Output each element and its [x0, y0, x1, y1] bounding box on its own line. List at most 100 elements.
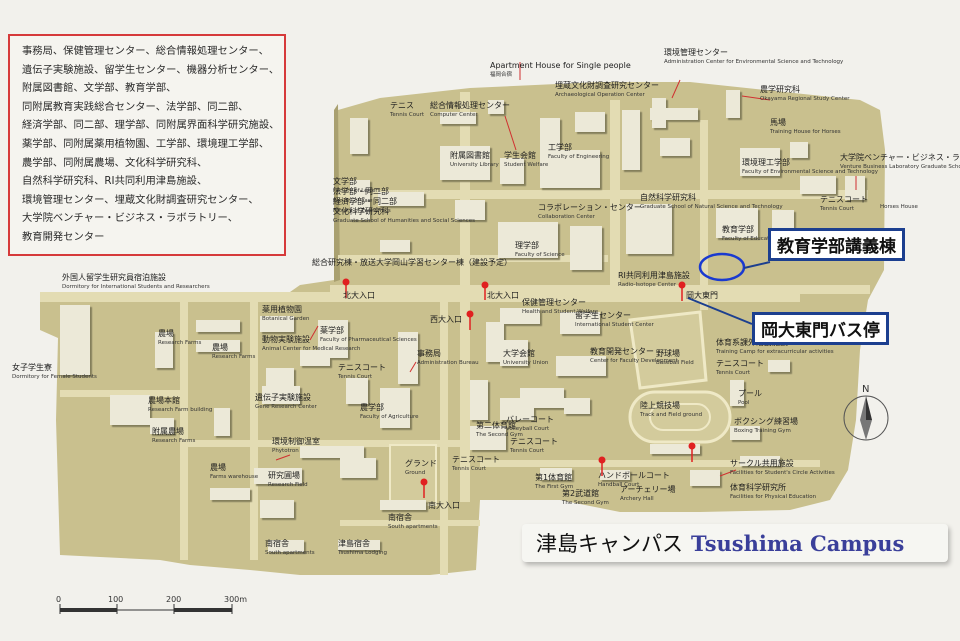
label-tenniscourt: テニスコート	[820, 195, 868, 204]
label-agri: 農学部	[360, 402, 384, 412]
label-tennis5-en: Tennis Court	[451, 466, 487, 472]
marker-gate-n[interactable]	[481, 281, 489, 300]
label-facdev-en: Center for Faculty Development	[590, 358, 679, 364]
label-gate_nw: 北大入口	[343, 290, 375, 300]
label-tennis1: テニス	[390, 101, 414, 110]
buildings	[60, 90, 865, 552]
label-union: 大学会館	[503, 348, 535, 358]
label-horse: 馬場	[770, 117, 786, 127]
label-physed: 体育科学研究所	[730, 482, 786, 492]
label-admin-en: Administration Center for Environmental …	[664, 59, 844, 65]
label-buildings: 農場本館	[148, 395, 180, 405]
label-ri-en: Radio-Isotope Center	[618, 282, 677, 288]
label-genefield-en: Research Field	[268, 482, 308, 488]
marker-gate-nw[interactable]	[342, 278, 350, 298]
label-gym-en: The Second Gym	[475, 432, 523, 438]
label-secondgym: 第2武道館	[562, 488, 599, 498]
legend-line: 同附属教育実践総合センター、法学部、同二部、	[22, 100, 249, 113]
label-intlcenter: 留学生センター	[575, 310, 631, 320]
campus-ground-shadow	[334, 104, 340, 282]
label-tennis4: テニスコート	[510, 437, 558, 446]
label-boxing-en: Boxing Training Gym	[734, 428, 791, 434]
marker-bus-stop[interactable]	[678, 281, 686, 301]
label-farm4: 農場	[210, 462, 226, 472]
label-farm4-en: Farms warehouse	[210, 474, 259, 480]
label-tennis5: テニスコート	[452, 455, 500, 464]
label-letters: 文学部	[333, 176, 357, 186]
label-firstgym: 第1体育館	[535, 472, 572, 482]
label-computer-en: Computer Center	[430, 112, 478, 118]
scale-bar: 0 100 200 300m	[56, 595, 247, 614]
label-econ: 経済学部・同二部	[333, 196, 397, 206]
marker-east[interactable]	[688, 442, 696, 462]
label-venture: 大学院ベンチャー・ビジネス・ラボラトリー	[840, 152, 960, 162]
label-gate_n: 北大入口	[487, 290, 519, 300]
label-pool-en: Pool	[738, 400, 750, 406]
campus-title-banner: 津島キャンパス Tsushima Campus	[522, 524, 948, 562]
label-animal: 動物実験施設	[262, 334, 310, 344]
label-admin: 環境管理センター	[664, 47, 728, 57]
marker-gate-w[interactable]	[466, 310, 474, 330]
label-pharm-en: Faculty of Pharmaceutical Sciences	[320, 337, 417, 343]
legend-line: 遺伝子実験施設、留学生センター、機器分析センター、	[22, 63, 280, 76]
marker-south[interactable]	[598, 456, 606, 476]
label-facdev: 教育開発センター	[590, 346, 654, 356]
label-tennis4-en: Tennis Court	[509, 448, 545, 454]
label-circle-en: Facilities for Student's Circle Activiti…	[730, 470, 835, 476]
label-horse-en: Training House for Horses	[769, 129, 841, 135]
label-sci-en: Faculty of Science	[515, 252, 565, 258]
label-farm3: 附属農場	[152, 426, 184, 436]
lecture-building-callout[interactable]: 教育学部講義棟	[768, 228, 905, 261]
label-student: 学生会館	[504, 150, 536, 160]
label-library: 附属図書館	[450, 150, 490, 160]
label-pharm: 薬学部	[320, 325, 344, 335]
facilities-legend: 事務局、保健管理センター、総合情報処理センター、 遺伝子実験施設、留学生センター…	[8, 34, 286, 256]
label-union-en: University Union	[503, 360, 549, 366]
label-farm3-en: Research Farms	[152, 438, 196, 444]
legend-line: 大学院ベンチャー・ビジネス・ラボラトリー、	[22, 212, 239, 225]
label-phytotron: 環境制御温室	[272, 436, 320, 446]
label-intlcenter-en: International Student Center	[575, 322, 655, 328]
bus-stop-callout[interactable]: 岡大東門バス停	[752, 312, 889, 345]
label-genexp-en: Gene Research Center	[255, 404, 317, 410]
label-apartment-en: 福岡合宿	[490, 70, 513, 78]
label-farm2: 農場	[212, 342, 228, 352]
label-computer: 総合情報処理センター	[430, 100, 510, 110]
label-southapt: 南宿舎	[388, 512, 412, 522]
label-tennis2: テニスコート	[338, 363, 386, 372]
label-volley: バレーコート	[506, 415, 554, 424]
label-garden: 薬用植物園	[262, 304, 302, 314]
label-southapt2: 南宿舎	[265, 538, 289, 548]
label-student-en: Student Welfare	[504, 162, 549, 168]
marker-gate-s[interactable]	[420, 478, 428, 498]
label-ground: グランド	[405, 458, 437, 468]
label-apartment: Apartment House for Single people	[490, 61, 631, 70]
label-dorm-en: Dormitory for Female Students	[12, 374, 97, 380]
label-law-en: Faculty of Law	[333, 198, 373, 204]
label-ground-en: Ground	[405, 470, 425, 476]
label-econ-en: Faculty of Economics	[333, 208, 391, 214]
label-intl: 外国人留学生研究員宿泊施設	[62, 272, 166, 282]
label-library-en: University Library	[450, 162, 499, 168]
bus-callout-pointer	[687, 297, 753, 325]
scale-label-300m: 300m	[224, 595, 247, 604]
label-intl-en: Dormitory for International Students and…	[62, 284, 210, 290]
label-sci: 理学部	[515, 240, 539, 250]
legend-line: 経済学部、同二部、理学部、同附属界面科学研究施設、	[22, 119, 280, 132]
label-collab: コラボレーション・センター	[538, 203, 642, 212]
legend-line: 教育開発センター	[22, 230, 105, 243]
label-dorm: 女子学生寮	[12, 362, 52, 372]
label-gymhouse-en: Training Camp for extracurricular activi…	[715, 349, 834, 355]
legend-line: 環境管理センター、埋蔵文化財調査研究センター、	[22, 193, 259, 206]
label-eng-en: Faculty of Engineering	[548, 154, 609, 160]
label-gate_e: 岡大東門	[686, 290, 718, 300]
label-office-en: Administration Bureau	[417, 360, 479, 366]
label-genefield: 研究圃場	[268, 470, 300, 480]
label-handball: ハンドボールコート	[598, 471, 670, 480]
label-archaeo: 埋蔵文化財調査研究センター	[555, 80, 659, 90]
label-edu-en: Faculty of Education	[722, 236, 778, 242]
label-pool: プール	[738, 389, 762, 398]
label-consortium: 総合研究棟・放送大学岡山学習センター棟（建設予定）	[312, 257, 512, 267]
label-law: 法学部・同二部	[333, 186, 389, 196]
